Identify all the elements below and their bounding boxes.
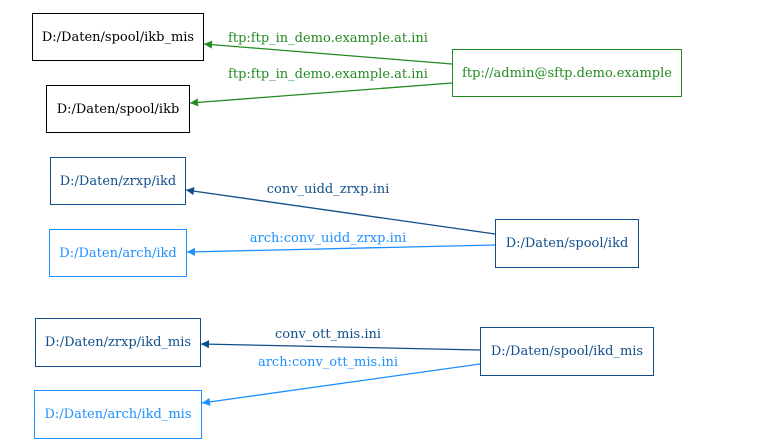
edge-label: arch:conv_uidd_zrxp.ini bbox=[249, 231, 407, 246]
node-zrxp-ikd[interactable]: D:/Daten/zrxp/ikd bbox=[50, 157, 186, 205]
edge-arrow bbox=[189, 82, 453, 107]
node-arch-ikd[interactable]: D:/Daten/arch/ikd bbox=[49, 229, 187, 277]
edge-label: conv_uidd_zrxp.ini bbox=[266, 182, 390, 197]
node-label: D:/Daten/spool/ikd_mis bbox=[490, 344, 644, 359]
edge-label: conv_ott_mis.ini bbox=[274, 327, 382, 342]
node-zrxp-ikd-mis[interactable]: D:/Daten/zrxp/ikd_mis bbox=[35, 318, 201, 367]
node-label: D:/Daten/arch/ikd bbox=[59, 245, 177, 261]
node-ikb[interactable]: D:/Daten/spool/ikb bbox=[46, 85, 190, 133]
node-sftp[interactable]: ftp://admin@sftp.demo.example bbox=[452, 49, 682, 97]
edge-arrow bbox=[185, 187, 496, 235]
node-label: D:/Daten/zrxp/ikd bbox=[59, 173, 177, 189]
edge-arrow bbox=[200, 340, 481, 351]
node-label: ftp://admin@sftp.demo.example bbox=[462, 65, 672, 81]
edge-label: arch:conv_ott_mis.ini bbox=[257, 355, 399, 370]
edge-arrow bbox=[186, 244, 496, 256]
node-ikb-mis[interactable]: D:/Daten/spool/ikb_mis bbox=[32, 13, 204, 61]
edge-arrow bbox=[203, 40, 453, 65]
node-label: D:/Daten/spool/ikd bbox=[505, 236, 629, 251]
node-spool-ikd[interactable]: D:/Daten/spool/ikd bbox=[495, 219, 639, 268]
node-arch-ikd-mis[interactable]: D:/Daten/arch/ikd_mis bbox=[34, 390, 202, 439]
edge-label: ftp:ftp_in_demo.example.at.ini bbox=[228, 67, 428, 82]
node-label: D:/Daten/spool/ikb_mis bbox=[41, 29, 195, 45]
node-label: D:/Daten/arch/ikd_mis bbox=[44, 407, 192, 422]
edge-arrow bbox=[201, 363, 481, 406]
node-label: D:/Daten/spool/ikb bbox=[56, 101, 180, 117]
edge-label: ftp:ftp_in_demo.example.at.ini bbox=[228, 31, 428, 46]
node-spool-ikd-mis[interactable]: D:/Daten/spool/ikd_mis bbox=[480, 327, 654, 376]
node-label: D:/Daten/zrxp/ikd_mis bbox=[44, 335, 192, 350]
